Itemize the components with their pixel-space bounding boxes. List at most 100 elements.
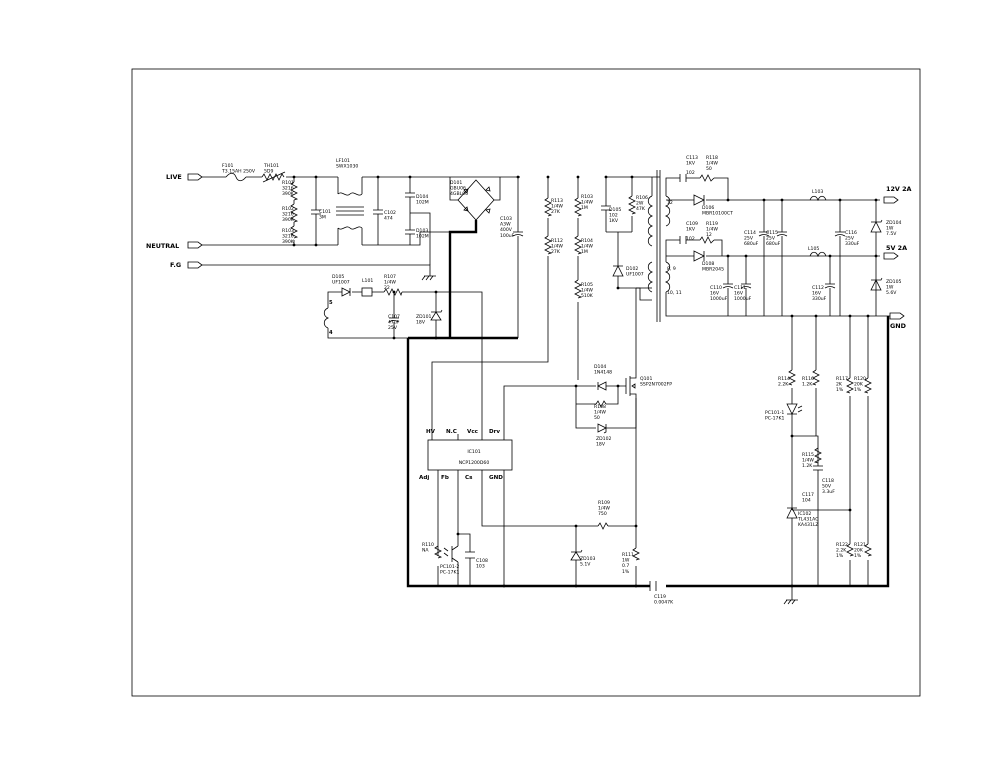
resistor-r102-symbol [290, 203, 299, 223]
capacitor-c102-symbol [373, 209, 383, 215]
label-c119: 0.0047K [654, 600, 674, 606]
diode-d105b-symbol [341, 287, 351, 297]
label-zd105: 1W [886, 285, 894, 291]
label-d108: D108 [702, 261, 714, 267]
label-zd102: 18V [596, 442, 606, 448]
secondary-ground-wire [665, 292, 890, 317]
label-pc101b: PC101-2 [440, 564, 459, 570]
tx-pin-1011: 10, 11 [667, 290, 682, 296]
label-r102: R102 [282, 206, 294, 212]
resistor-r103b-symbol [574, 197, 583, 217]
label-r101: R101 [282, 180, 294, 186]
label-c107: 25V [388, 325, 398, 331]
label-r103: 390K [282, 239, 295, 245]
label-r109: 750 [598, 511, 607, 517]
label-r120: 1% [854, 387, 862, 393]
resistor-r116-symbol [811, 369, 820, 386]
label-zd105: ZD105 [886, 279, 902, 285]
capacitor-d105-symbol [601, 205, 611, 211]
capacitor-c118-symbol [813, 465, 823, 471]
capacitor-c108-symbol [465, 551, 475, 559]
transformer-secondary-winding [664, 195, 671, 293]
label-r117: 2K [836, 382, 843, 388]
ic101-name: IC101 [467, 449, 480, 455]
label-r110: R110 [422, 542, 434, 548]
resistor-r105-symbol [574, 279, 583, 299]
label-r115: 1.2K [802, 463, 813, 469]
label-c119: C119 [654, 594, 666, 600]
capacitor-c107-symbol [388, 317, 400, 323]
label-r103b: 1/4W [581, 200, 593, 206]
r113-r112-wire [431, 177, 549, 428]
label-d108: MBR2045 [702, 267, 724, 273]
q101-symbol [618, 288, 637, 526]
capacitor-c110-symbol [722, 283, 734, 289]
capacitor-c119-symbol [649, 581, 657, 591]
bridge-negative-rail [448, 220, 478, 338]
ic-pin-vcc: Vcc [467, 429, 478, 435]
fb-wire [437, 533, 471, 586]
label-c114: 25V [744, 236, 754, 242]
label-r102: 390K [282, 217, 295, 223]
resistor-r110-symbol [434, 545, 443, 559]
tx-pin-12: 12 [667, 200, 673, 206]
fg-label: F.G [170, 261, 181, 269]
inductor-l103-symbol [809, 195, 827, 202]
ycap-d104-symbol [405, 192, 415, 198]
label-r113: 1/4W [551, 204, 563, 210]
resistor-r101-symbol [290, 181, 299, 201]
label-c112: 16V [812, 291, 822, 297]
ic-pin-drv: Drv [489, 429, 500, 435]
label-r118: R118 [706, 155, 718, 161]
label-r106: R106 [636, 195, 648, 201]
label-r107: 22 [384, 285, 390, 291]
label-r114: 2.2K [778, 382, 789, 388]
label-r112: R112 [551, 238, 563, 244]
label-lf101: LF101 [336, 158, 350, 164]
r111-wire [575, 526, 637, 586]
ic-pin-cs: Cs [465, 475, 473, 481]
label-r105: 510K [581, 293, 594, 299]
tx-pin-89: 8, 9 [667, 266, 676, 272]
label-lf101: SWX1030 [336, 164, 358, 170]
label-ic102: IC102 [798, 511, 811, 517]
label-r108: 1/4W [594, 410, 606, 416]
fg-terminal [187, 261, 203, 269]
ic-pin-adj: Adj [419, 475, 429, 481]
label-r104: 1/4W [581, 244, 593, 250]
label-d105b: UF1007 [332, 280, 350, 286]
phototransistor-pc101b-symbol [443, 545, 459, 563]
label-r122: R122 [836, 542, 848, 548]
ycap-d103-symbol [405, 229, 415, 235]
resistor-r106-symbol [628, 195, 637, 215]
label-d101: GBU06 [450, 186, 466, 192]
capacitor-c114-symbol [758, 231, 770, 237]
label-c118: C118 [822, 478, 834, 484]
label-d104: D104 [416, 194, 428, 200]
label-c103: C103 [500, 216, 512, 222]
out12-terminal [883, 196, 899, 204]
label-r112: 1/4W [551, 244, 563, 250]
inductor-l105-symbol [809, 251, 827, 258]
diode-d104b-symbol [597, 381, 607, 391]
label-r120: 20K [854, 382, 864, 388]
out12-label: 12V 2A [886, 185, 912, 193]
label-d105: D105 [609, 207, 621, 213]
label-f101: T3.15AH 250V [221, 169, 256, 175]
label-c103: A3W [500, 222, 511, 228]
label-c113: 1KV [686, 161, 696, 167]
label-r117: R117 [836, 376, 848, 382]
label-c111: 1000uF [734, 296, 752, 302]
zener-zd103-symbol [570, 549, 583, 561]
label-c107: 47uF [388, 320, 400, 326]
ic-pin-hv: HV [426, 429, 436, 435]
label-c114: C114 [744, 230, 756, 236]
label-c115: C115 [766, 230, 778, 236]
inductor-l101-symbol [361, 287, 373, 297]
c114-c115-wire [763, 200, 841, 316]
label-r115: 1/4W [802, 458, 814, 464]
primary-ground-loop [406, 316, 890, 588]
label-r104: 1M [581, 249, 588, 255]
label-r104: R104 [581, 238, 593, 244]
capacitor-c103-symbol [512, 231, 524, 237]
